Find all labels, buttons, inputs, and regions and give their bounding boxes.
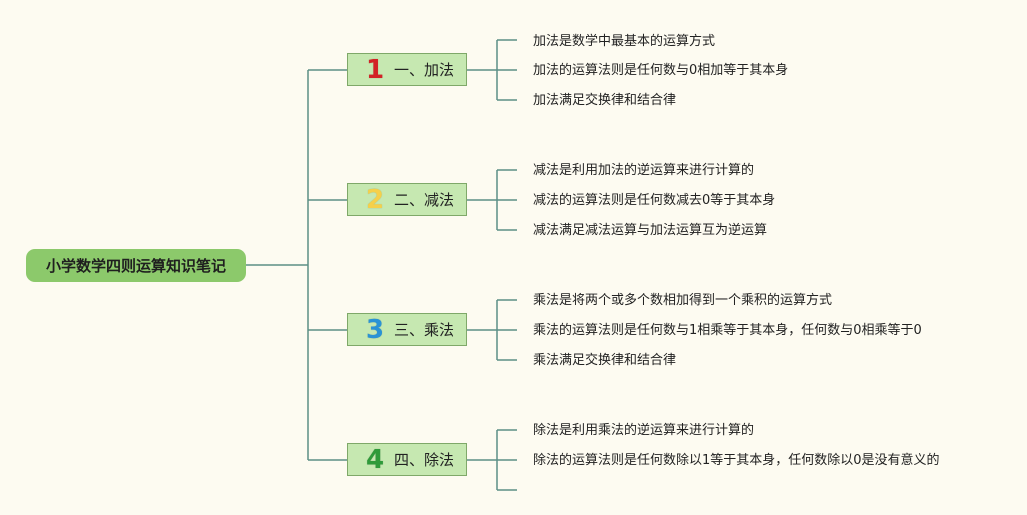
branch-addition[interactable]: 1 一、加法 [347, 53, 467, 86]
branch-division[interactable]: 4 四、除法 [347, 443, 467, 476]
leaf-note[interactable]: 加法是数学中最基本的运算方式 [533, 34, 716, 49]
leaf-note[interactable]: 减法满足减法运算与加法运算互为逆运算 [533, 223, 768, 238]
number-4-icon: 4 [365, 444, 385, 475]
leaf-note[interactable]: 减法的运算法则是任何数减去0等于其本身 [533, 193, 776, 208]
root-topic[interactable]: 小学数学四则运算知识笔记 [26, 249, 246, 282]
branch-label: 三、乘法 [394, 321, 455, 339]
branch-label: 一、加法 [394, 61, 455, 79]
leaf-note[interactable]: 除法是利用乘法的逆运算来进行计算的 [533, 423, 755, 438]
leaf-note[interactable]: 加法满足交换律和结合律 [533, 93, 677, 108]
leaf-note[interactable]: 乘法的运算法则是任何数与1相乘等于其本身，任何数与0相乘等于0 [533, 323, 922, 338]
number-3-icon: 3 [365, 314, 385, 345]
leaf-note[interactable]: 减法是利用加法的逆运算来进行计算的 [533, 163, 755, 178]
leaf-note[interactable]: 加法的运算法则是任何数与0相加等于其本身 [533, 63, 789, 78]
branch-label: 二、减法 [394, 191, 455, 209]
root-title: 小学数学四则运算知识笔记 [45, 257, 226, 275]
branch-multiplication[interactable]: 3 三、乘法 [347, 313, 467, 346]
branch-subtraction[interactable]: 2 二、减法 [347, 183, 467, 216]
number-1-icon: 1 [365, 54, 385, 85]
number-2-icon: 2 [365, 184, 385, 215]
branch-label: 四、除法 [394, 451, 455, 469]
leaf-note[interactable]: 乘法满足交换律和结合律 [533, 353, 677, 368]
leaf-note[interactable]: 乘法是将两个或多个数相加得到一个乘积的运算方式 [533, 293, 833, 308]
leaf-note[interactable]: 除法的运算法则是任何数除以1等于其本身，任何数除以0是没有意义的 [533, 453, 940, 468]
